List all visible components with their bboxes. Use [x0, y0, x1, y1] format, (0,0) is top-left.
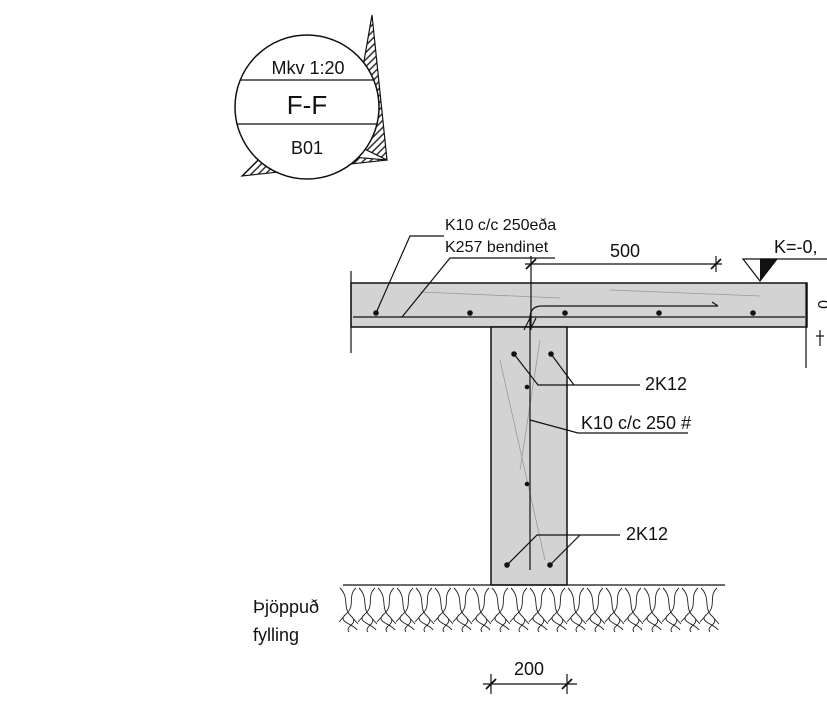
bar-lower-label: 2K12 [626, 524, 668, 544]
soil-hatch-mark [433, 587, 454, 633]
reinforcement [353, 301, 805, 570]
soil-hatch-mark [338, 587, 359, 633]
floor-slab [350, 282, 808, 328]
l-bar [529, 305, 718, 570]
soil-hatch-mark [699, 587, 720, 633]
soil-hatch-mark [680, 587, 701, 633]
soil-hatch-mark [509, 587, 530, 633]
bar-upper-callout: 2K12 [513, 353, 687, 394]
level-label: K=-0, [774, 237, 818, 257]
section-label: F-F [287, 90, 327, 120]
stirrup-callout: K10 c/c 250 # [529, 413, 691, 434]
top-rebar-label-2: K257 bendinet [445, 239, 549, 256]
scale-label: Mkv 1:20 [271, 58, 344, 78]
soil-hatch [338, 587, 720, 633]
soil-hatch-mark [414, 587, 435, 633]
soil-hatch-mark [642, 587, 663, 633]
dimension-200-label: 200 [514, 659, 544, 679]
soil-hatch-mark [623, 587, 644, 633]
section-title-symbol: Mkv 1:20 F-F B01 [234, 14, 388, 180]
bar-upper-label: 2K12 [645, 374, 687, 394]
soil-hatch-mark [604, 587, 625, 633]
sheet-label: B01 [291, 138, 323, 158]
soil-hatch-mark [357, 587, 378, 633]
top-rebar-callout: K10 c/c 250eða K257 bendinet [375, 217, 556, 318]
soil-hatch-mark [376, 587, 397, 633]
soil-hatch-mark [547, 587, 568, 633]
soil-hatch-mark [528, 587, 549, 633]
concrete-section [350, 282, 808, 586]
bar-lower-callout: 2K12 [506, 524, 668, 566]
soil-label-2: fylling [253, 625, 299, 645]
foundation-wall [490, 326, 568, 586]
dimension-500: 500 [525, 241, 722, 330]
stirrup-label: K10 c/c 250 # [581, 413, 691, 433]
soil-hatch-mark [490, 587, 511, 633]
soil-hatch-mark [395, 587, 416, 633]
soil-hatch-mark [585, 587, 606, 633]
soil-hatch-mark [661, 587, 682, 633]
level-marker: K=-0, [741, 237, 827, 282]
section-bubble [234, 34, 380, 180]
soil-hatch-mark [471, 587, 492, 633]
dimension-500-label: 500 [610, 241, 640, 261]
top-rebar-label-1: K10 c/c 250eða [445, 217, 556, 234]
dimension-200: 200 [483, 659, 577, 694]
svg-text:0: 0 [814, 300, 827, 309]
soil-hatch-mark [566, 587, 587, 633]
soil-hatch-mark [452, 587, 473, 633]
right-edge-dimension: 0 [814, 300, 827, 346]
soil-label-1: Þjöppuð [253, 597, 319, 617]
